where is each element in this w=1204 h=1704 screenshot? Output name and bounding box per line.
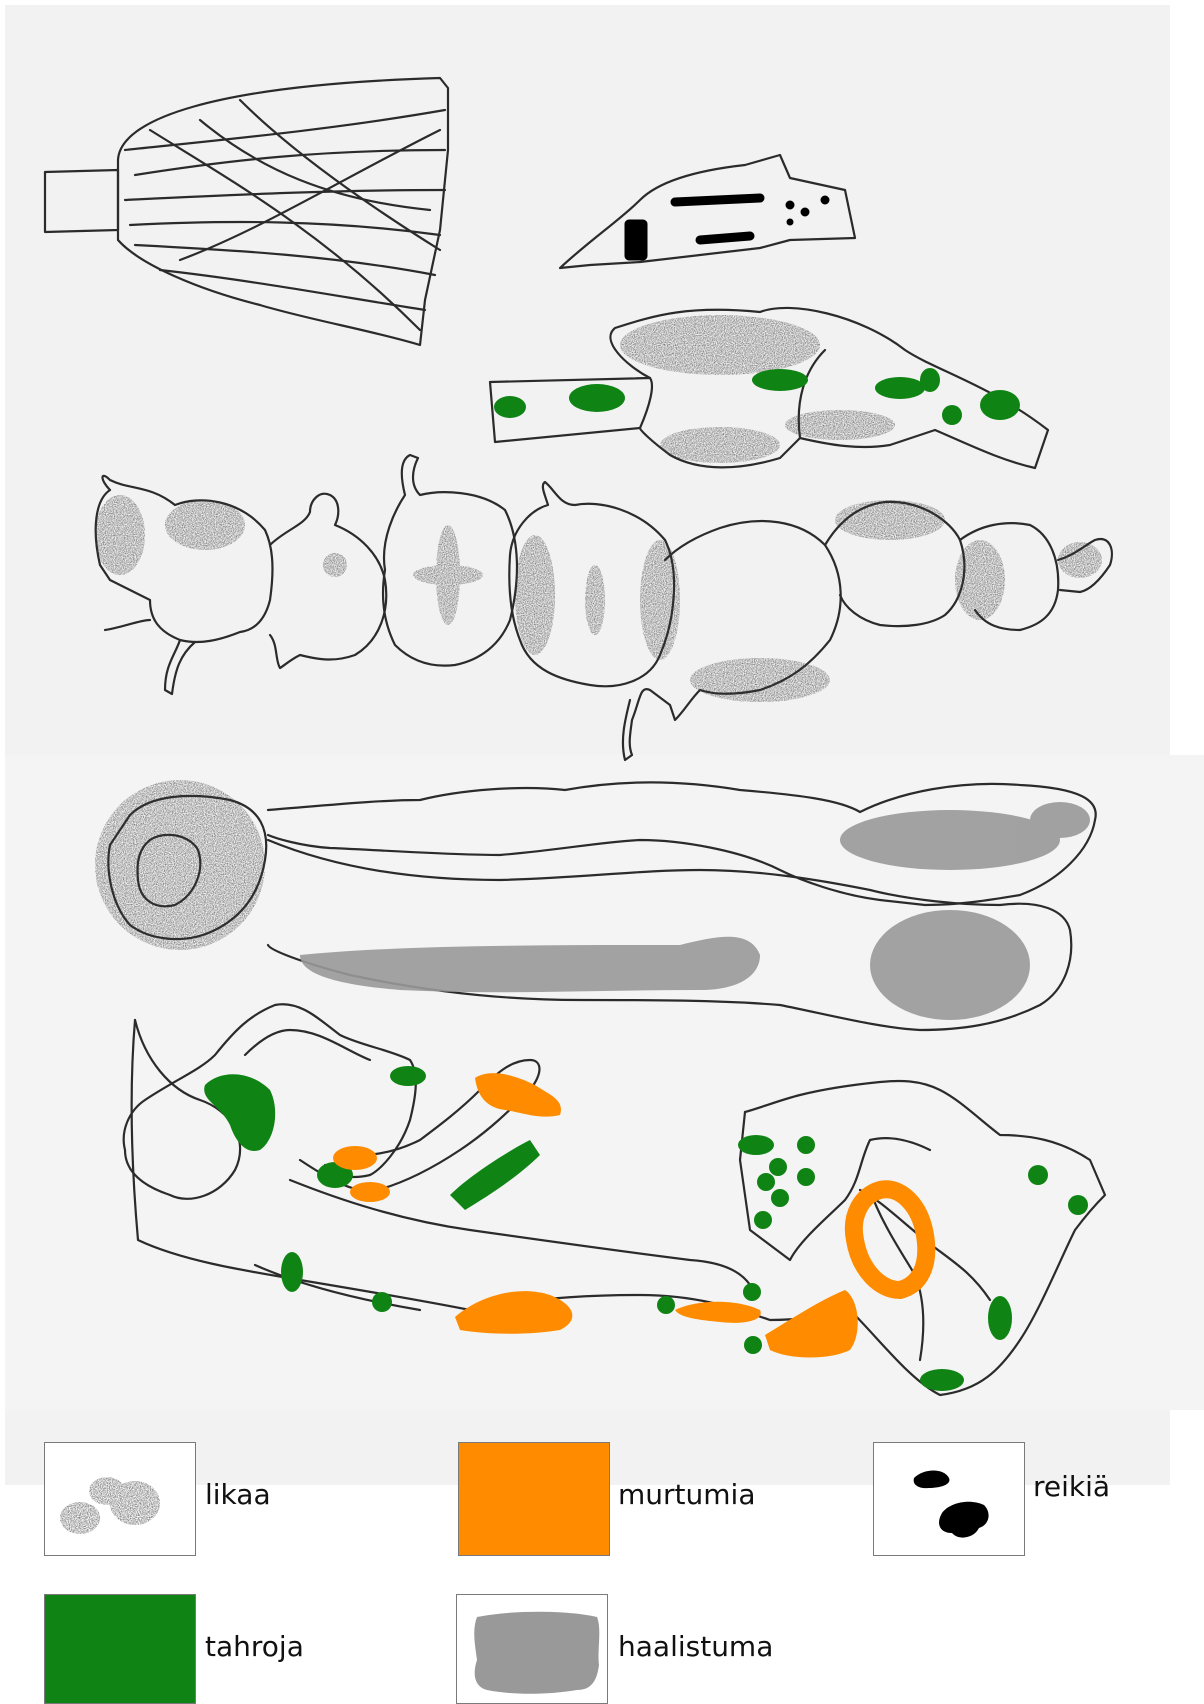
legend-label-holes: reikiä bbox=[1033, 1470, 1110, 1503]
legend-swatch-fractures bbox=[458, 1442, 610, 1556]
black-blob-icon bbox=[874, 1443, 1024, 1555]
legend-label-dirt: likaa bbox=[205, 1478, 271, 1511]
gray-smear-icon bbox=[457, 1595, 607, 1703]
legend-swatch-stains bbox=[44, 1594, 196, 1704]
legend-swatch-fading bbox=[456, 1594, 608, 1704]
legend-swatch-holes bbox=[873, 1442, 1025, 1556]
dirt-speckle-icon bbox=[45, 1443, 195, 1555]
legend-swatch-dirt bbox=[44, 1442, 196, 1556]
legend-label-fading: haalistuma bbox=[618, 1630, 773, 1663]
legend-label-fractures: murtumia bbox=[618, 1478, 755, 1511]
legend-label-stains: tahroja bbox=[205, 1630, 304, 1663]
